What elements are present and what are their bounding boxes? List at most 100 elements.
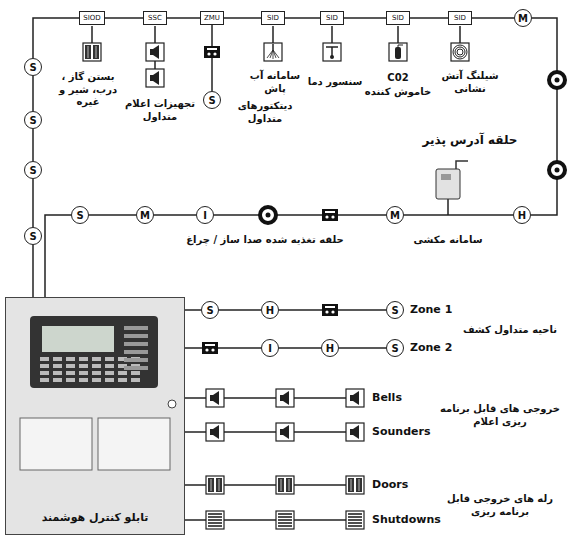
device-letter: S [391,343,398,354]
speaker-symbol [346,423,364,441]
heat-sensor-symbol [323,43,341,61]
device-letter: M [390,210,400,221]
panel-key [79,357,88,361]
device-letter: S [29,62,36,73]
door-symbol [346,476,364,494]
loop-wire [214,214,386,216]
module-code: SSC [148,14,162,22]
module-code: SID [392,14,404,22]
loop-wire [32,179,34,227]
output-wire [185,519,355,521]
panel-led-row [124,366,148,370]
panel-key [53,357,62,361]
device-circle: I [196,206,214,224]
panel-housing [5,297,185,535]
device-letter: I [203,210,207,221]
device-letter: S [391,305,398,316]
loop-wire [472,17,514,19]
device-circle: M [386,206,404,224]
device-circle: M [136,206,154,224]
panel-key [53,378,62,382]
loop-wire [154,214,196,216]
door-symbol [206,476,224,494]
conventional-detector-symbol [204,46,220,58]
loop-module: SID [448,11,472,25]
panel-key [105,378,114,382]
extinguisher-symbol [389,43,407,61]
module-code: ZMU [204,14,220,22]
device-circle: S [24,227,42,245]
panel-indicator [168,400,176,408]
module-stub [447,199,449,215]
module-stub [331,26,333,44]
diagram-label: Bells [372,391,432,405]
loop-wire [33,18,79,58]
diagram-label: بستن گاز ، درب، شیر و غیره [52,71,124,109]
loop-wire [219,309,261,311]
loop-wire [45,215,71,297]
loop-wire [32,76,34,111]
loop-module: SSC [143,11,167,25]
device-circle: S [203,91,221,109]
device-letter: S [29,231,36,242]
sounder-beacon-symbol [549,72,565,88]
device-letter: H [326,343,334,354]
diagram-label: حلقه تغذیه شده صدا ساز / چراغ [175,234,355,247]
diagram-label: Sounders [372,425,442,439]
device-circle: S [386,339,404,357]
panel-window [20,418,92,470]
device-letter: I [268,343,272,354]
panel-key [105,357,114,361]
diagram-label: Doors [372,478,432,492]
panel-key [53,364,62,368]
device-letter: S [29,115,36,126]
module-stub [459,26,461,44]
device-circle: S [201,301,219,319]
speaker-symbol [346,389,364,407]
module-stub [91,26,93,44]
panel-key [79,378,88,382]
panel-led-row [124,342,148,346]
loop-wire [224,17,261,19]
device-letter: S [76,210,83,221]
loop-module: ZMU [200,11,224,25]
loop-wire [167,17,200,19]
panel-led-row [124,358,148,362]
diagram-label: C02 [378,72,418,85]
panel-key [118,371,127,375]
shutter-symbol [206,511,224,529]
diagram-label: سامانه آب پاش [240,70,310,95]
panel-led-row [124,350,148,354]
conventional-detector-symbol [322,304,338,316]
panel-key [131,378,140,382]
speaker-symbol [146,43,164,61]
device-letter: M [518,13,528,24]
panel-key [131,371,140,375]
device-circle: H [261,301,279,319]
panel-key [92,364,101,368]
device-letter: S [206,305,213,316]
loop-wire [89,214,136,216]
diagram-label: Shutdowns [372,513,452,527]
module-code: SID [326,14,338,22]
panel-key [40,378,49,382]
loop-module: SID [386,11,410,25]
panel-display-frame [30,316,158,388]
diagram-label: سنسور دما [305,76,365,89]
loop-wire [404,214,513,216]
sprinkler-symbol [264,43,282,61]
panel-key [79,364,88,368]
panel-key [40,357,49,361]
control-panel: تابلو کنترل هوشمند [5,297,185,535]
valve-door-symbol [83,43,101,61]
panel-key [66,364,75,368]
device-letter: H [266,305,274,316]
sounder-beacon-symbol [260,207,276,223]
panel-window [98,418,170,470]
lcd-screen [42,326,114,352]
panel-key [66,378,75,382]
panel-key [92,371,101,375]
module-code: SID [454,14,466,22]
device-circle: S [24,111,42,129]
device-circle: S [71,206,89,224]
